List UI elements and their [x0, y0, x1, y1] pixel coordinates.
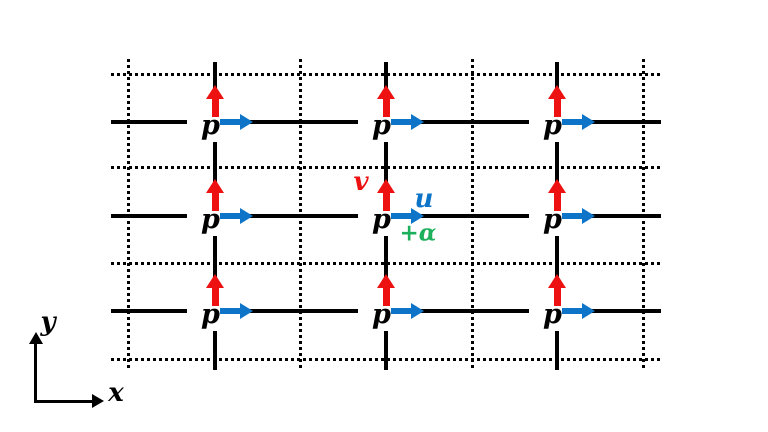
v-up-arrow-icon: [206, 85, 224, 117]
x-axis-line: [34, 400, 94, 403]
arrow-head: [548, 85, 566, 99]
arrow-shaft: [553, 192, 561, 211]
u-right-arrow-icon: [391, 303, 424, 319]
arrow-head: [206, 274, 224, 288]
u-right-arrow-icon: [220, 208, 253, 224]
pressure-point: p: [358, 202, 398, 236]
arrow-shaft: [553, 98, 561, 117]
arrow-shaft: [562, 119, 583, 125]
pressure-label: p: [372, 298, 391, 330]
arrow-shaft: [562, 213, 583, 219]
arrow-shaft: [382, 287, 390, 306]
pressure-point: p: [187, 202, 227, 236]
arrow-head: [206, 179, 224, 193]
arrow-head: [377, 274, 395, 288]
pressure-point: p: [529, 297, 569, 331]
arrow-head: [240, 303, 253, 319]
v-up-arrow-icon: [548, 179, 566, 211]
right-arrow-icon: [92, 394, 104, 408]
arrow-head: [377, 179, 395, 193]
arrow-shaft: [391, 119, 412, 125]
pressure-point: p: [187, 108, 227, 142]
arrow-head: [582, 114, 595, 130]
u-velocity-label: u: [414, 184, 434, 214]
arrow-shaft: [562, 308, 583, 314]
pressure-label: p: [543, 109, 562, 141]
arrow-head: [206, 85, 224, 99]
u-right-arrow-icon: [220, 114, 253, 130]
pressure-label: p: [543, 203, 562, 235]
arrow-shaft: [391, 308, 412, 314]
y-axis-line: [34, 338, 37, 403]
arrow-shaft: [211, 287, 219, 306]
arrow-shaft: [220, 308, 241, 314]
arrow-shaft: [553, 287, 561, 306]
pressure-point: p: [529, 202, 569, 236]
pressure-label: p: [372, 109, 391, 141]
arrow-head: [240, 208, 253, 224]
u-right-arrow-icon: [562, 208, 595, 224]
pressure-point: p: [358, 297, 398, 331]
arrow-head: [240, 114, 253, 130]
v-velocity-label: v: [353, 167, 369, 197]
arrow-shaft: [382, 98, 390, 117]
v-up-arrow-icon: [377, 179, 395, 211]
v-up-arrow-icon: [206, 274, 224, 306]
arrow-shaft: [211, 192, 219, 211]
arrow-head: [548, 179, 566, 193]
y-axis-label: y: [40, 307, 56, 337]
pressure-label: p: [201, 298, 220, 330]
arrow-shaft: [220, 119, 241, 125]
v-up-arrow-icon: [548, 274, 566, 306]
arrow-shaft: [382, 192, 390, 211]
arrow-head: [377, 85, 395, 99]
arrow-head: [411, 303, 424, 319]
arrow-head: [582, 303, 595, 319]
v-up-arrow-icon: [377, 85, 395, 117]
v-up-arrow-icon: [377, 274, 395, 306]
arrow-head: [411, 114, 424, 130]
u-right-arrow-icon: [562, 303, 595, 319]
pressure-point: p: [529, 108, 569, 142]
arrow-head: [548, 274, 566, 288]
pressure-label: p: [201, 109, 220, 141]
u-right-arrow-icon: [562, 114, 595, 130]
arrow-shaft: [211, 98, 219, 117]
pressure-label: p: [201, 203, 220, 235]
arrow-shaft: [391, 213, 412, 219]
v-up-arrow-icon: [206, 179, 224, 211]
pressure-label: p: [543, 298, 562, 330]
pressure-label: p: [372, 203, 391, 235]
u-right-arrow-icon: [391, 208, 424, 224]
v-up-arrow-icon: [548, 85, 566, 117]
u-right-arrow-icon: [220, 303, 253, 319]
pressure-point: p: [358, 108, 398, 142]
arrow-head: [582, 208, 595, 224]
pressure-point: p: [187, 297, 227, 331]
arrow-shaft: [220, 213, 241, 219]
x-axis-label: x: [108, 378, 124, 408]
arrow-head: [411, 208, 424, 224]
alpha-term-label: +α: [399, 219, 437, 247]
u-right-arrow-icon: [391, 114, 424, 130]
